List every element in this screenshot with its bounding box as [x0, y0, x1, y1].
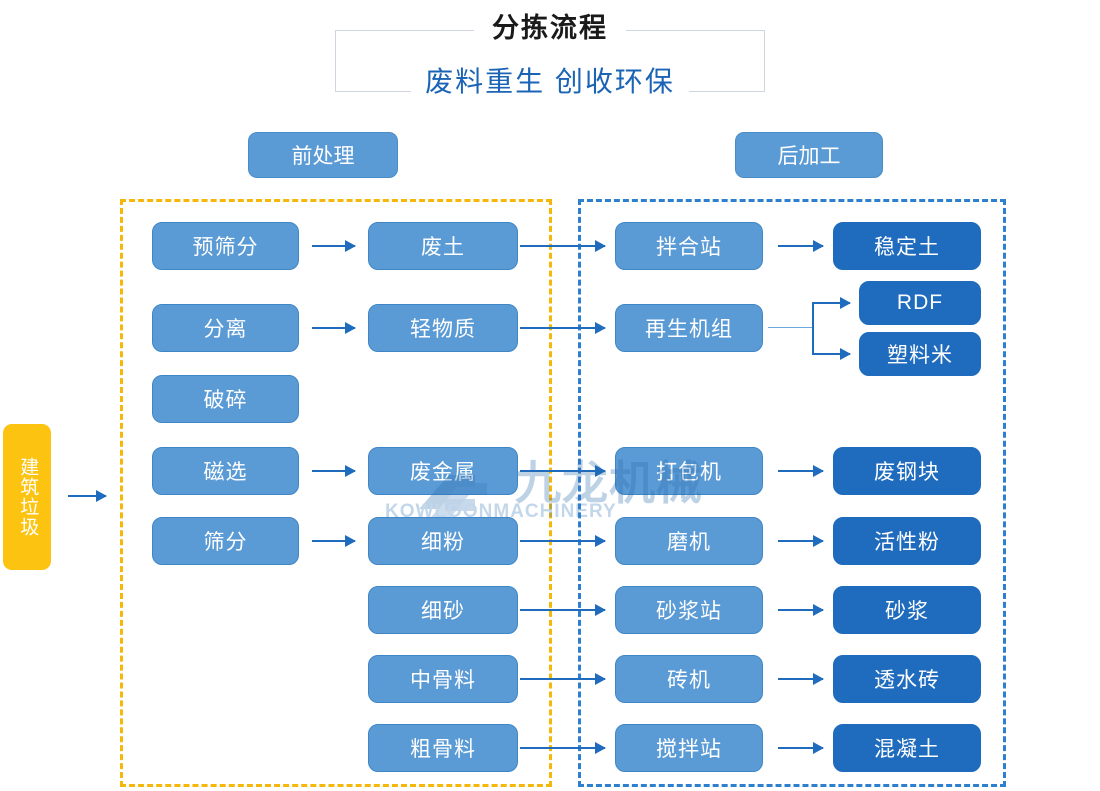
node-col2-3[interactable]: 细粉	[368, 517, 518, 565]
section-badge-pretreatment[interactable]: 前处理	[248, 132, 398, 178]
arrow-branch-to-rdf	[812, 297, 851, 309]
node-col4-6[interactable]: 透水砖	[833, 655, 981, 703]
page-title: 分拣流程	[0, 8, 1100, 48]
node-col3-0[interactable]: 拌合站	[615, 222, 763, 270]
arrow-col1-4-to-col2-3	[312, 535, 356, 547]
node-col2-6[interactable]: 粗骨料	[368, 724, 518, 772]
node-col3-1[interactable]: 再生机组	[615, 304, 763, 352]
branch-stem	[768, 327, 813, 328]
page-title-text: 分拣流程	[474, 13, 626, 43]
node-col1-3[interactable]: 磁选	[152, 447, 299, 495]
arrow-col2-3-to-col3-3	[520, 535, 606, 547]
arrow-col2-4-to-col3-4	[520, 604, 606, 616]
arrow-col3-4-to-col4-5	[778, 604, 824, 616]
section-badge-postprocessing[interactable]: 后加工	[735, 132, 883, 178]
arrow-col2-0-to-col3-0	[520, 240, 606, 252]
postprocessing-group-frame	[578, 199, 1006, 787]
arrow-source-to-pretreatment	[68, 490, 107, 502]
arrow-col1-1-to-col2-1	[312, 322, 356, 334]
arrow-col2-6-to-col3-6	[520, 742, 606, 754]
node-col4-3[interactable]: 废钢块	[833, 447, 981, 495]
node-col2-0[interactable]: 废土	[368, 222, 518, 270]
arrow-col1-3-to-col2-2	[312, 465, 356, 477]
node-col3-6[interactable]: 搅拌站	[615, 724, 763, 772]
arrow-col3-3-to-col4-4	[778, 535, 824, 547]
arrow-col2-1-to-col3-1	[520, 322, 606, 334]
page-subtitle: 废料重生 创收环保	[0, 60, 1100, 104]
node-col2-4[interactable]: 细砂	[368, 586, 518, 634]
node-col1-1[interactable]: 分离	[152, 304, 299, 352]
arrow-col1-0-to-col2-0	[312, 240, 356, 252]
arrow-col2-5-to-col3-5	[520, 673, 606, 685]
node-col3-5[interactable]: 砖机	[615, 655, 763, 703]
node-col4-2[interactable]: 塑料米	[859, 332, 981, 376]
node-col4-1[interactable]: RDF	[859, 281, 981, 325]
node-col1-2[interactable]: 破碎	[152, 375, 299, 423]
node-col4-7[interactable]: 混凝土	[833, 724, 981, 772]
pretreatment-group-frame	[120, 199, 552, 787]
node-col3-2[interactable]: 打包机	[615, 447, 763, 495]
node-col1-4[interactable]: 筛分	[152, 517, 299, 565]
node-col4-5[interactable]: 砂浆	[833, 586, 981, 634]
node-col4-0[interactable]: 稳定土	[833, 222, 981, 270]
arrow-branch-to-plastic	[812, 348, 851, 360]
arrow-col3-0-to-col4-0	[778, 240, 824, 252]
arrow-col3-6-to-col4-7	[778, 742, 824, 754]
node-col2-2[interactable]: 废金属	[368, 447, 518, 495]
arrow-col3-2-to-col4-3	[778, 465, 824, 477]
node-col4-4[interactable]: 活性粉	[833, 517, 981, 565]
branch-spine	[812, 303, 814, 353]
arrow-col3-5-to-col4-6	[778, 673, 824, 685]
node-col3-3[interactable]: 磨机	[615, 517, 763, 565]
arrow-col2-2-to-col3-2	[520, 465, 606, 477]
node-col1-0[interactable]: 预筛分	[152, 222, 299, 270]
node-col2-1[interactable]: 轻物质	[368, 304, 518, 352]
node-col2-5[interactable]: 中骨料	[368, 655, 518, 703]
node-col3-4[interactable]: 砂浆站	[615, 586, 763, 634]
page-subtitle-text: 废料重生 创收环保	[411, 66, 689, 97]
source-node-construction-waste[interactable]: 建筑垃圾	[3, 424, 51, 570]
